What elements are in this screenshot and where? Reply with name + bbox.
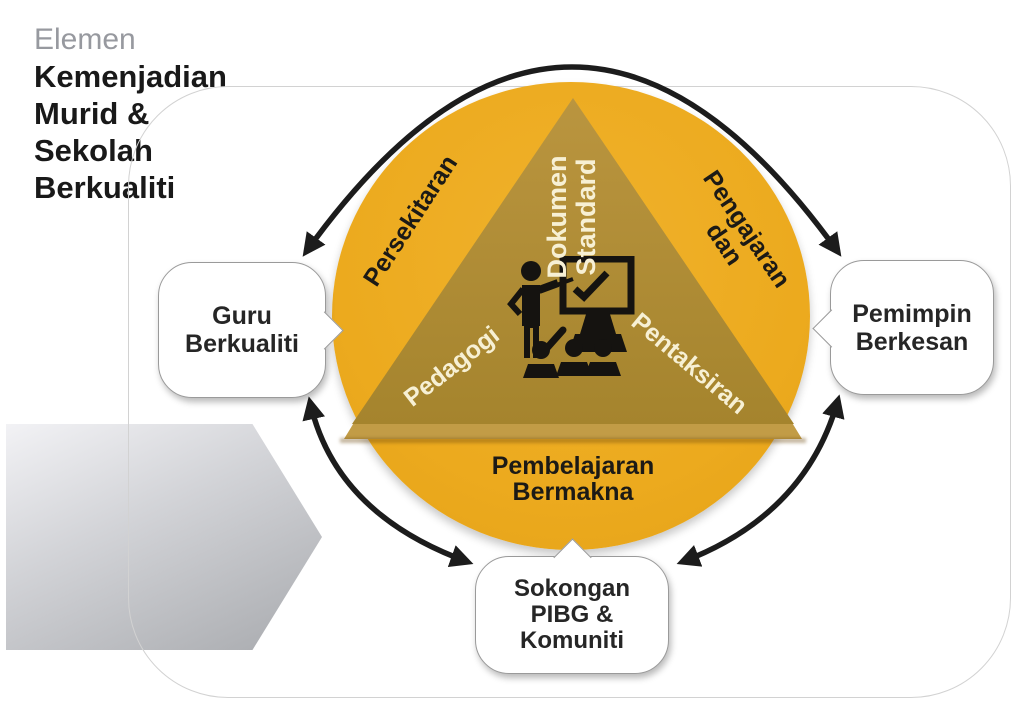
bubble-guru-text: Guru Berkualiti [185,302,299,358]
element-arrow-background [6,424,322,650]
element-label-line: Murid & [34,96,150,131]
bubble-pemimpin-text: Pemimpin Berkesan [852,300,971,356]
element-label-line: Kemenjadian [34,59,227,94]
label-pembelajaran-bermakna: Pembelajaran Bermakna [492,453,655,505]
element-label-line: Berkualiti [34,170,176,205]
bubble-tail-left-pointer [812,308,851,348]
label-dokumen-line: Dokumen [542,155,572,279]
bubble-sokongan-pibg-komuniti: Sokongan PIBG & Komuniti [475,538,669,674]
bubble-pemimpin-line: Pemimpin [852,299,972,328]
element-label-block: Elemen Kemenjadian Murid & Sekolah Berku… [34,22,284,206]
triangle-base-bevel [344,424,802,439]
element-label-prefix: Elemen [34,23,136,56]
bubble-sokongan-text: Sokongan PIBG & Komuniti [514,576,630,654]
triangle-base-shadow [340,438,806,443]
label-pembelajaran-line: Pembelajaran [491,452,655,480]
element-label-line: Sekolah [34,133,153,168]
label-dokumen-line: Standard [571,158,601,276]
element-arrow-shape [6,424,322,650]
label-dokumen-standard: Dokumen Standard [542,155,601,279]
bubble-guru-line: Guru [212,302,272,330]
label-pembelajaran-line: Bermakna [512,478,634,506]
teacher-classroom-icon [507,256,635,378]
bubble-sokongan-line: PIBG & [530,601,614,628]
bubble-pemimpin-line: Berkesan [855,327,969,356]
bubble-guru-berkualiti: Guru Berkualiti [158,262,344,398]
bubble-pemimpin-berkesan: Pemimpin Berkesan [812,260,994,395]
bubble-sokongan-line: Sokongan [513,575,630,602]
bubble-guru-line: Berkualiti [185,330,299,358]
bubble-sokongan-line: Komuniti [520,627,624,654]
